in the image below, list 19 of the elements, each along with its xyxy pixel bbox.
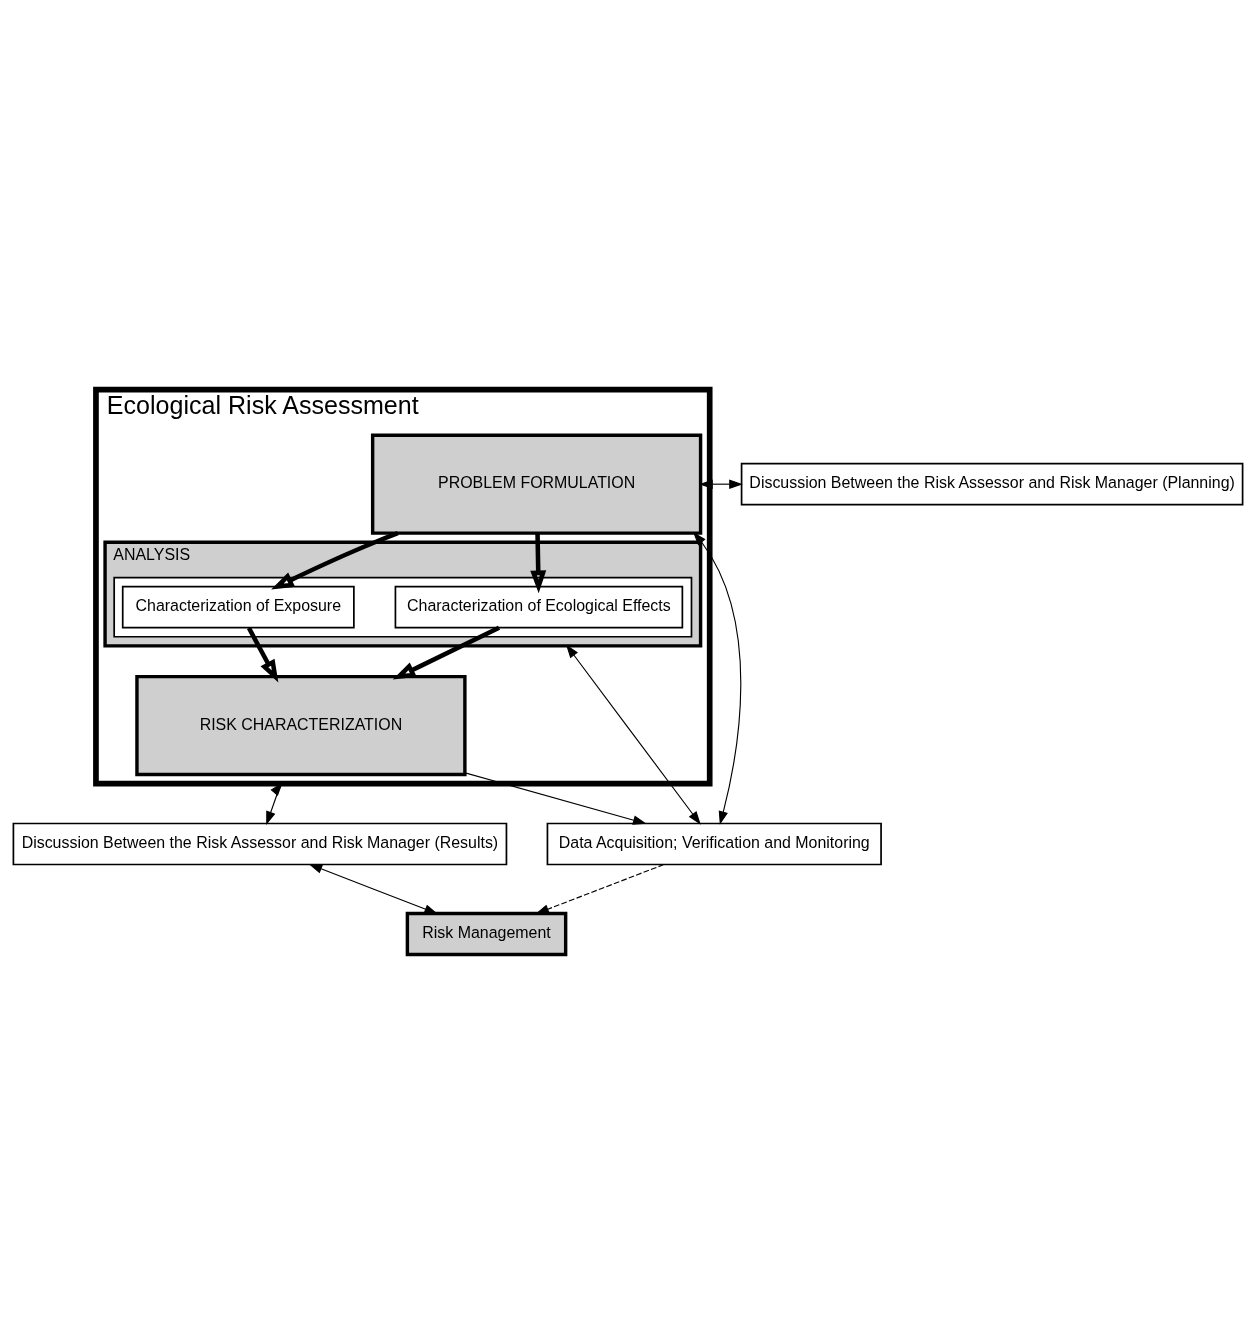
node-box: RISK CHARACTERIZATION [135,674,467,776]
node-box: Data Acquisition; Verification and Monitoring [546,822,882,865]
node-box: Risk Management [405,911,568,956]
arrow [693,531,742,825]
arrow [530,532,547,593]
arrow [699,478,743,489]
node-box: Discussion Between the Risk Assessor and Risk Manager (Planning) [740,462,1244,506]
arrow [392,625,501,680]
node-box: Characterization of Exposure [121,585,355,628]
arrow [464,771,647,825]
arrow [565,644,701,825]
arrow [271,530,399,590]
arrow [246,626,279,683]
node-box: PROBLEM FORMULATION [370,433,703,535]
arrow [308,863,438,914]
arrow [535,863,665,914]
node-box: Characterization of Ecological Effects [394,585,684,628]
cluster [113,576,693,638]
node-box: Discussion Between the Risk Assessor and Risk Manager (Results) [12,822,508,865]
